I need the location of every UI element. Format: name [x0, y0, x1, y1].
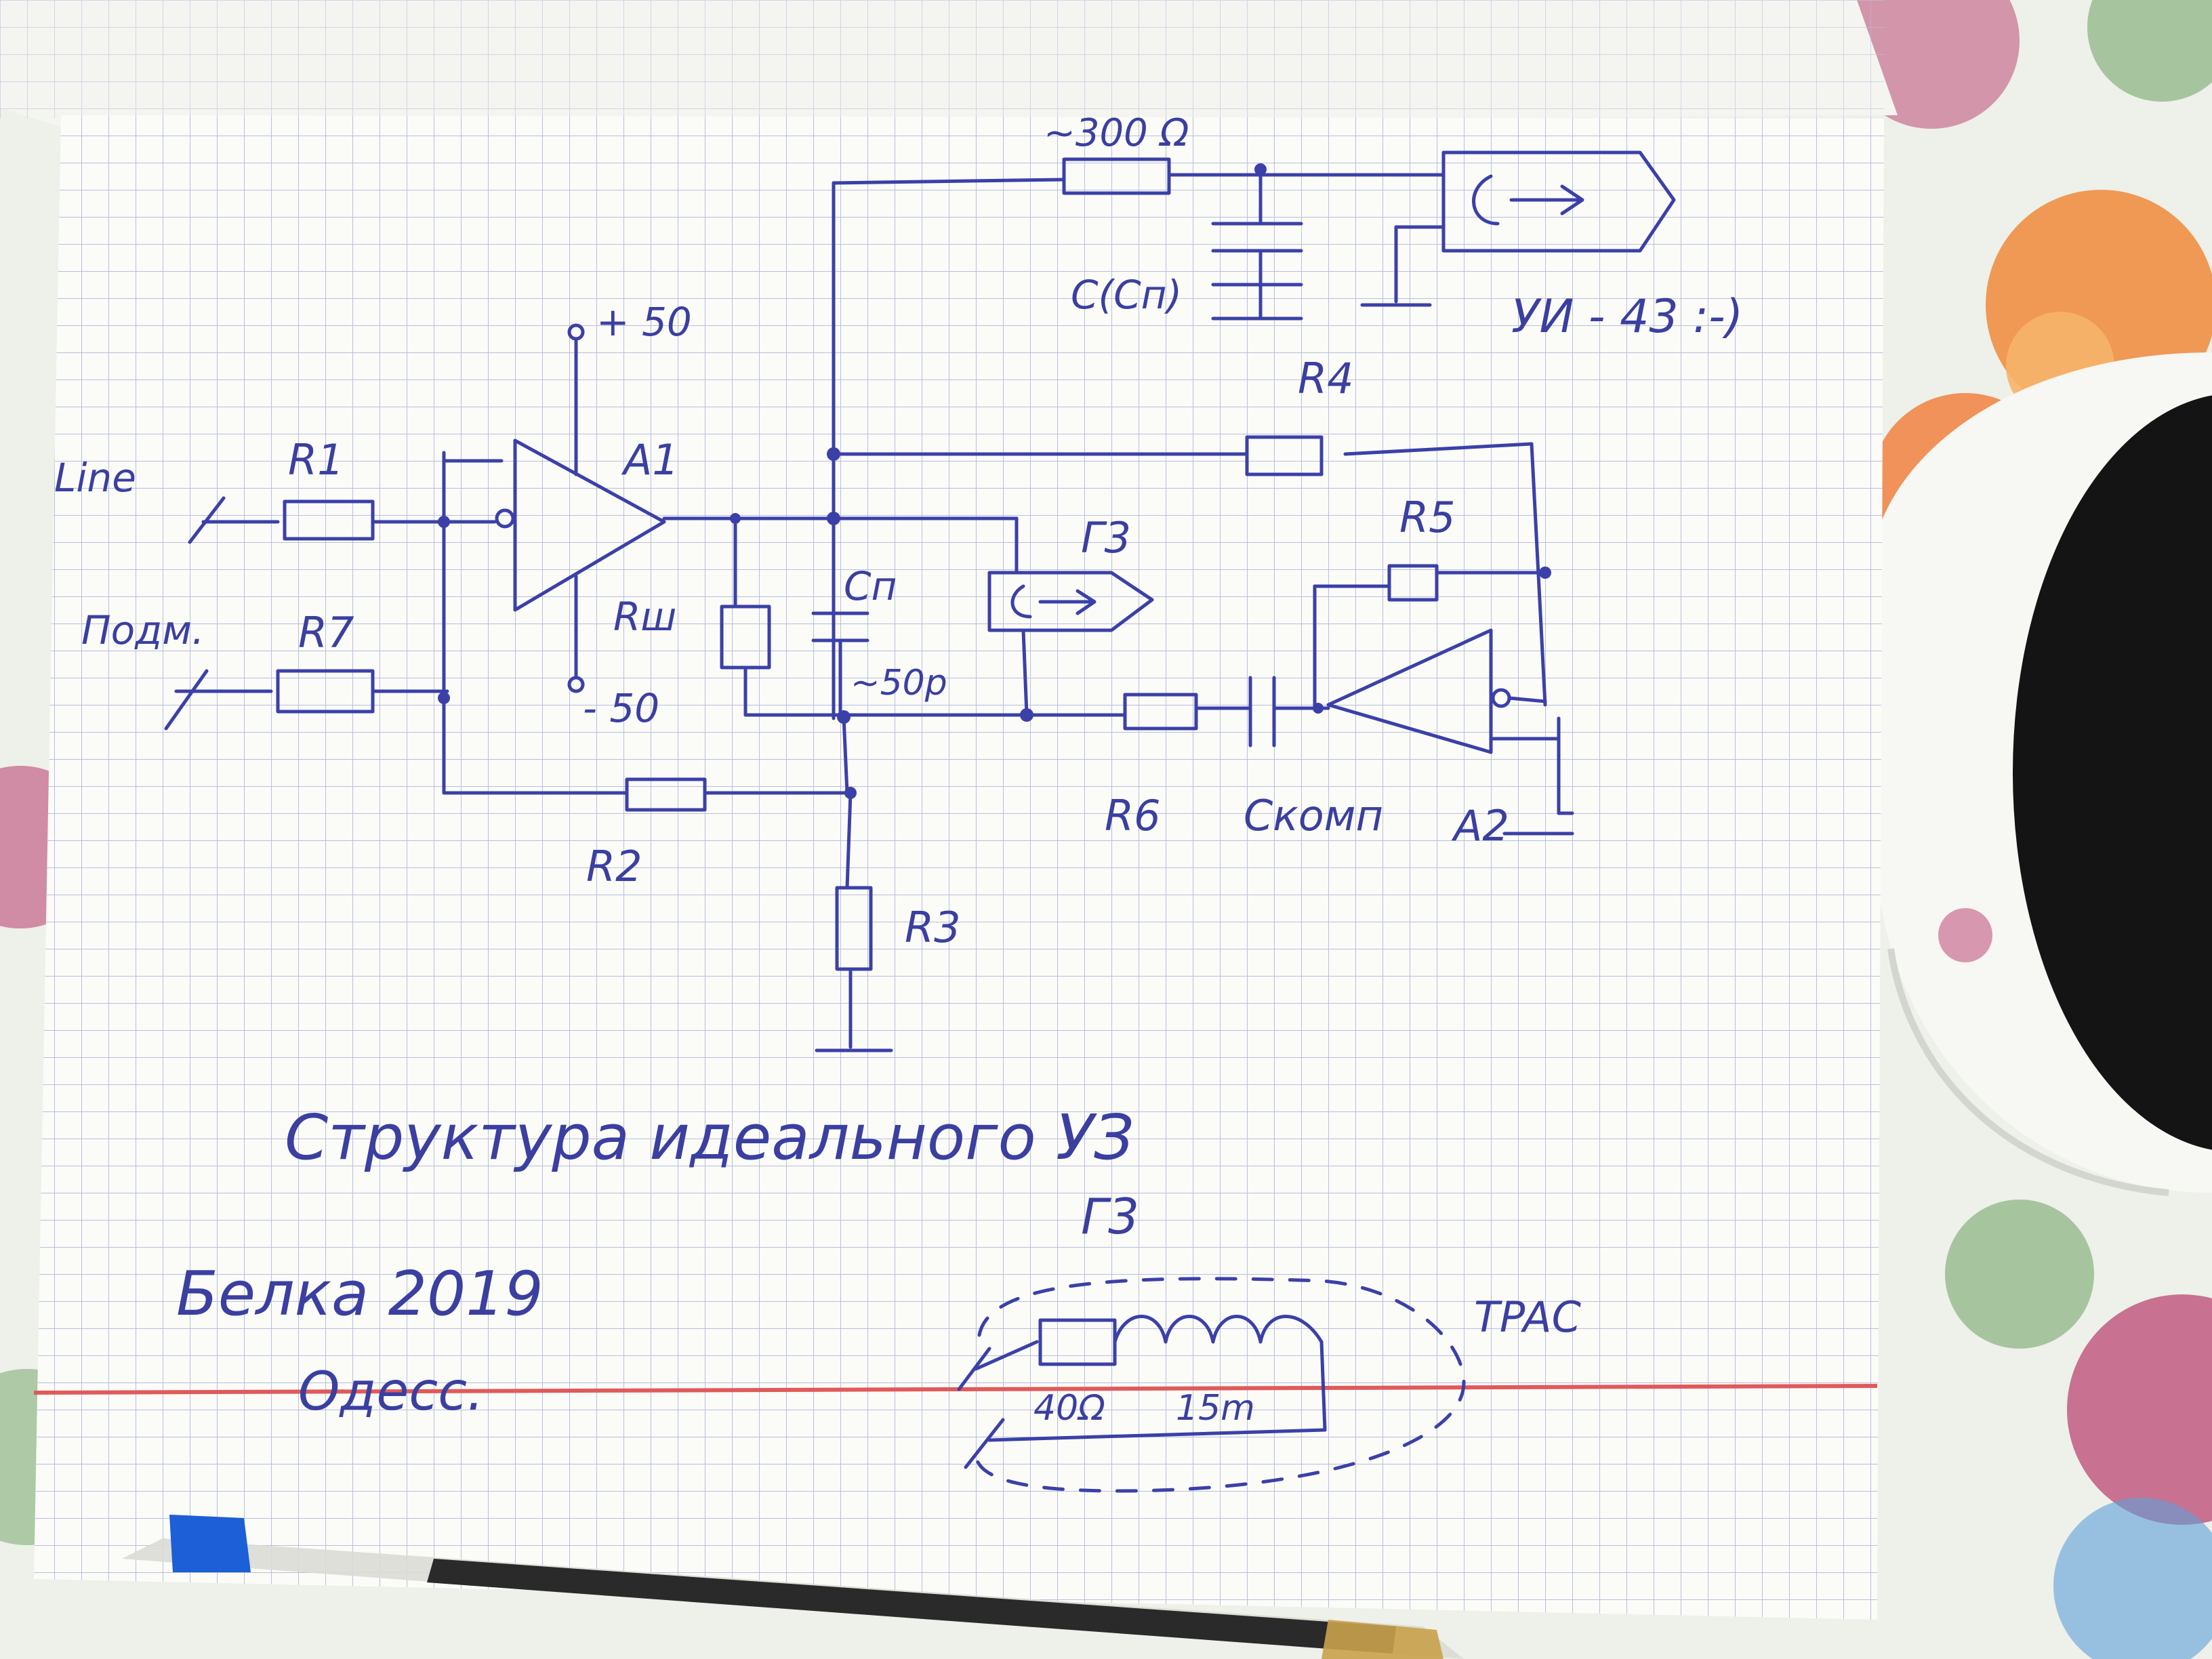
- label-vminus: - 50: [583, 685, 659, 731]
- resistor-r6: [1123, 693, 1198, 731]
- note-place: Одесс.: [298, 1361, 484, 1422]
- label-a2: A2: [1451, 801, 1509, 851]
- note-author: Белка 2019: [176, 1258, 544, 1330]
- label-cp-value: ~50p: [851, 663, 947, 703]
- vplus-terminal: [567, 323, 585, 341]
- label-r-top: ~300 Ω: [1044, 111, 1189, 155]
- labels: Line Подм. R1 R7 A1 + 50 - 50 Rш Cп ~50p…: [54, 111, 1743, 1429]
- grid-paper: [33, 115, 1884, 1620]
- coffee-mug: [1868, 352, 2212, 1196]
- note-title: Структура идеального УЗ: [285, 1101, 1134, 1174]
- g3-block: [987, 571, 1154, 632]
- label-r1: R1: [288, 435, 344, 485]
- label-vplus: + 50: [596, 299, 692, 345]
- ballpoint-pen: [122, 1515, 1464, 1659]
- inductor-15m: [1113, 1315, 1324, 1344]
- label-line: Line: [54, 455, 136, 501]
- vminus-terminal: [567, 676, 585, 693]
- opamp-a1: [513, 438, 666, 612]
- line-terminal: [188, 496, 226, 544]
- label-tpac: TPAC: [1474, 1292, 1582, 1342]
- label-ui43: УИ - 43 :-): [1511, 290, 1743, 344]
- label-g3-bottom: Г3: [1081, 1188, 1139, 1245]
- notebook-back-page: [0, 0, 1898, 129]
- label-ckomp: Cкомп: [1244, 791, 1383, 840]
- ui43-block: [1441, 150, 1676, 253]
- label-r5: R5: [1399, 493, 1456, 542]
- label-r7: R7: [298, 608, 354, 657]
- podm-terminal: [164, 669, 209, 731]
- pen-ink-tube: [427, 1559, 1396, 1654]
- mug-inner: [2013, 395, 2212, 1150]
- label-r40: 40Ω: [1033, 1388, 1105, 1429]
- label-podm: Подм.: [81, 607, 204, 653]
- resistor-r4: [1245, 435, 1324, 476]
- pen-cap: [169, 1515, 251, 1572]
- margin-line: [33, 1384, 1878, 1395]
- tpac-outline: [974, 1277, 1466, 1493]
- label-r2: R2: [586, 842, 642, 891]
- label-r6: R6: [1105, 791, 1161, 840]
- label-rsh: Rш: [613, 594, 676, 640]
- label-r3: R3: [905, 903, 961, 952]
- resistor-r5: [1387, 564, 1439, 602]
- resistor-r3: [835, 886, 873, 971]
- label-c-cp: C(Cп): [1071, 272, 1182, 318]
- notes: Структура идеального УЗ Белка 2019 Одесс…: [176, 1101, 1134, 1422]
- label-cp: Cп: [844, 563, 897, 609]
- label-g3: Г3: [1081, 513, 1131, 562]
- schematic: [164, 150, 1676, 1493]
- label-l15: 15m: [1176, 1388, 1255, 1429]
- label-r4: R4: [1298, 354, 1354, 403]
- label-a1: A1: [621, 435, 679, 485]
- opamp-a2: [1326, 628, 1493, 754]
